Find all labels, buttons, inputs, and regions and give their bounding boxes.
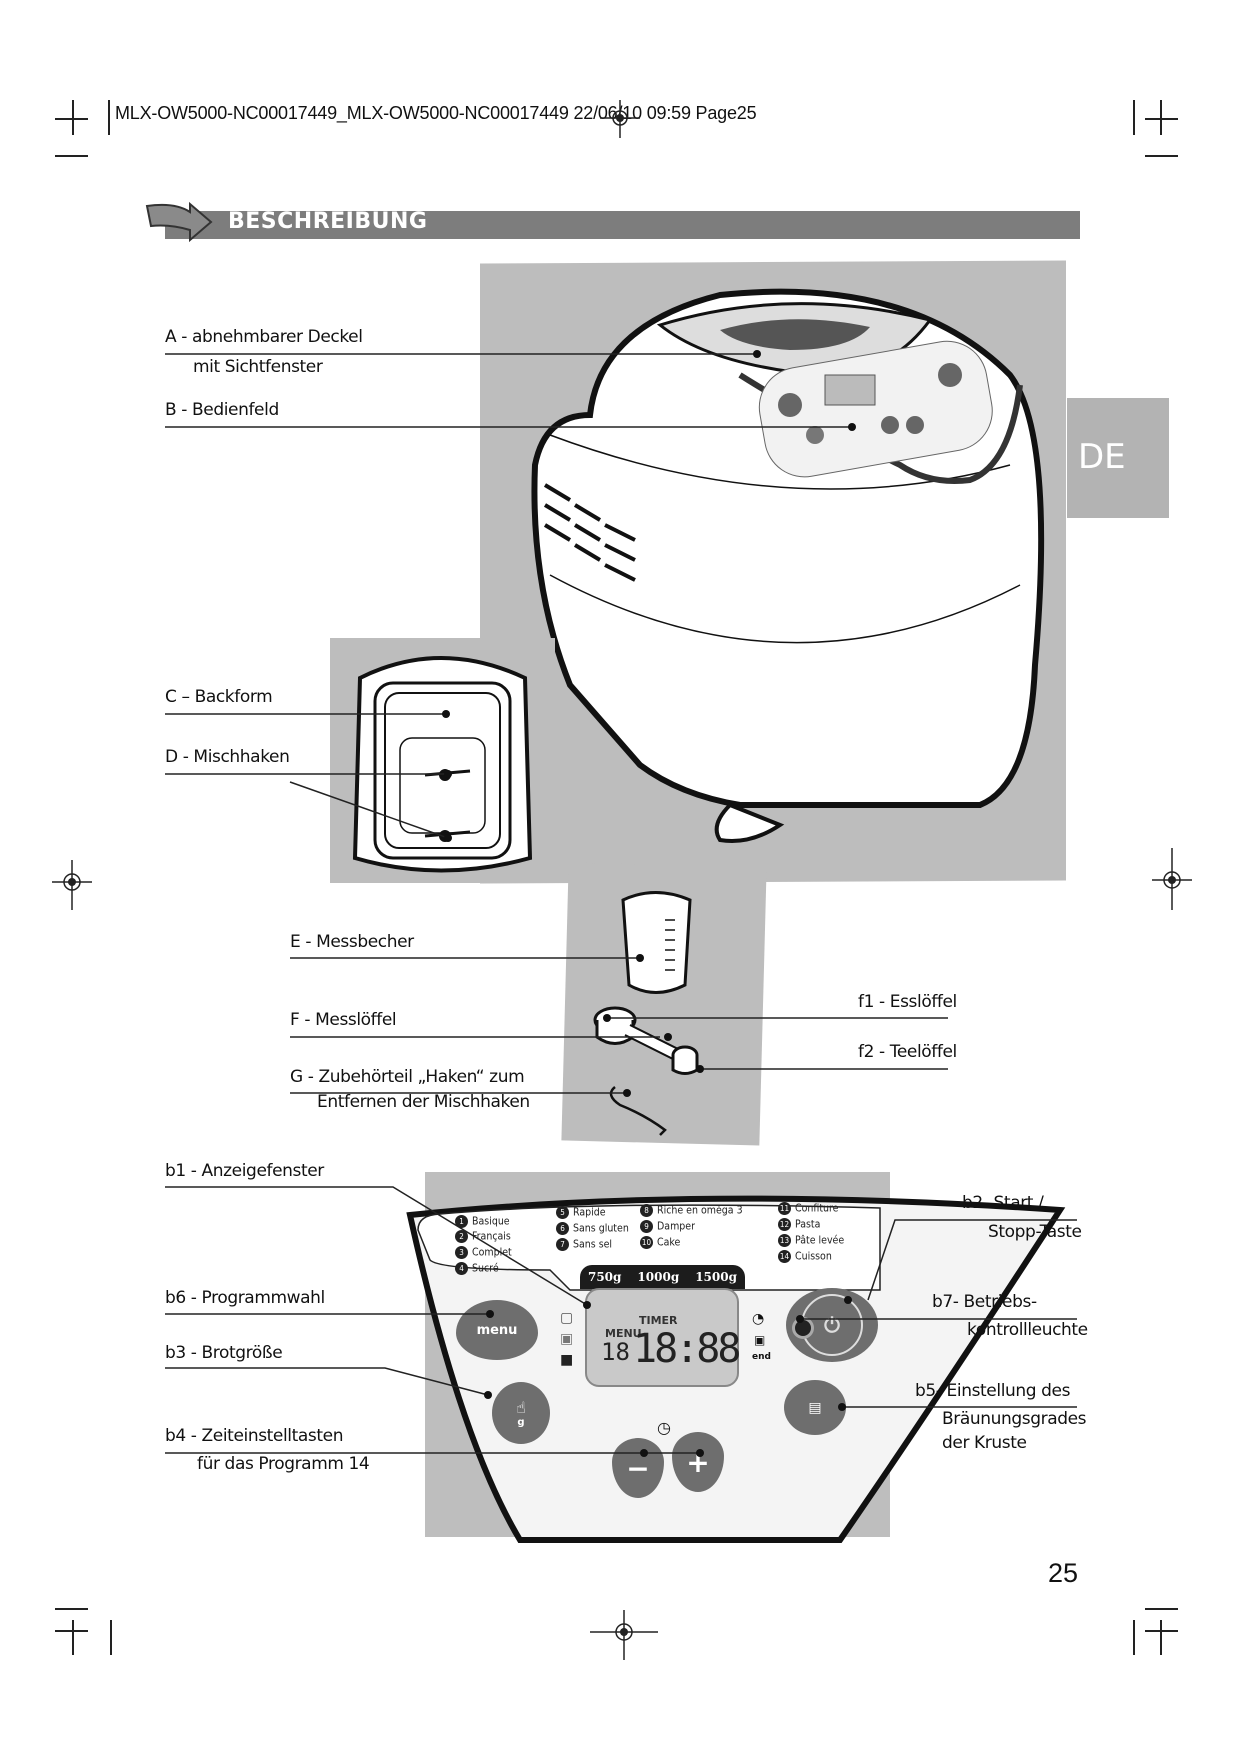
lcd-menu-digits: 18: [601, 1338, 630, 1366]
weight-1500: 1500g: [695, 1270, 737, 1284]
label-D: D - Mischhaken: [165, 747, 290, 767]
bread-maker-illustration: [531, 288, 1045, 843]
lcd-end-label: end: [752, 1352, 771, 1362]
label-C: C – Backform: [165, 687, 273, 707]
crust-shades-icon: ▤: [808, 1399, 822, 1416]
weight-bar: 750g 1000g 1500g: [580, 1265, 745, 1289]
crop-mark: [55, 155, 88, 157]
label-b1: b1 - Anzeigefenster: [165, 1161, 324, 1181]
label-b5-sub2: der Kruste: [942, 1433, 1027, 1453]
menu-button[interactable]: menu: [456, 1300, 538, 1360]
label-E: E - Messbecher: [290, 932, 414, 952]
crop-mark: [1160, 1620, 1162, 1655]
label-b7-sub: kontrollleuchte: [967, 1320, 1088, 1340]
label-A: A - abnehmbarer Deckel: [165, 327, 363, 347]
label-B: B - Bedienfeld: [165, 400, 279, 420]
label-b2: b2- Start /: [962, 1193, 1044, 1213]
timer-icon: ◔: [752, 1311, 765, 1327]
crop-mark: [1145, 1630, 1178, 1632]
print-header: MLX-OW5000-NC00017449_MLX-OW5000-NC00017…: [115, 103, 757, 123]
callout-line-b3: [165, 1367, 489, 1396]
label-G-sub: Entfernen der Mischhaken: [317, 1092, 530, 1112]
callout-line-D2: [289, 781, 449, 839]
time-minus-button[interactable]: −: [612, 1438, 664, 1498]
crop-mark: [55, 118, 88, 120]
language-tab: [1067, 398, 1169, 518]
crop-mark: [110, 1620, 112, 1655]
label-f1: f1 - Esslöffel: [858, 992, 957, 1012]
crop-mark: [1145, 118, 1178, 120]
callout-line-b2: [867, 1219, 1077, 1301]
language-tab-label: DE: [1078, 437, 1126, 477]
arrow-icon: [145, 201, 213, 243]
bread-light-icon: ▢: [560, 1310, 574, 1326]
crop-mark: [55, 1630, 88, 1632]
bread-dark-icon: ■: [560, 1352, 574, 1368]
lcd-menu-label: MENU: [605, 1327, 642, 1340]
crop-mark: [108, 100, 110, 135]
lcd-display: MENU TIMER 18 18:88: [585, 1288, 741, 1387]
callout-line-b1: [165, 1186, 588, 1306]
section-title-bar: [165, 211, 1080, 239]
toast-icon: ▣: [754, 1333, 766, 1347]
crop-mark: [72, 1620, 74, 1655]
crop-mark: [72, 100, 74, 135]
crop-mark: [1145, 155, 1178, 157]
crop-mark: [1160, 100, 1162, 135]
lcd-timer-label: TIMER: [639, 1314, 678, 1327]
weight-1000: 1000g: [637, 1270, 680, 1284]
section-title: BESCHREIBUNG: [228, 209, 428, 234]
baking-pan-illustration: [352, 656, 533, 873]
label-b3: b3 - Brotgröße: [165, 1343, 283, 1363]
label-b4: b4 - Zeiteinstelltasten: [165, 1426, 344, 1446]
label-F: F - Messlöffel: [290, 1010, 397, 1030]
lcd-time-digits: 18:88: [633, 1326, 741, 1372]
label-b6: b6 - Programmwahl: [165, 1288, 325, 1308]
weight-750: 750g: [587, 1270, 622, 1284]
page-number: 25: [1048, 1558, 1079, 1588]
crop-mark: [1133, 100, 1135, 135]
hand-icon: ☝: [516, 1398, 526, 1417]
label-b7: b7- Betriebs-: [932, 1292, 1037, 1312]
label-f2: f2 - Teelöffel: [858, 1042, 957, 1062]
label-b4-sub: für das Programm 14: [197, 1454, 370, 1474]
crust-color-button[interactable]: ▤: [784, 1380, 846, 1435]
clock-icon: ◷: [657, 1418, 671, 1437]
label-b2-sub: Stopp-Taste: [988, 1222, 1082, 1242]
label-b5-sub1: Bräunungsgrades: [942, 1409, 1087, 1429]
crop-mark: [1145, 1608, 1178, 1610]
bread-medium-icon: ▣: [560, 1331, 574, 1347]
label-b5: b5- Einstellung des: [915, 1381, 1071, 1401]
crop-mark: [1133, 1620, 1135, 1655]
label-G: G - Zubehörteil „Haken“ zum: [290, 1067, 525, 1087]
bread-size-button[interactable]: ☝ g: [492, 1382, 550, 1444]
label-A-sub: mit Sichtfenster: [193, 357, 323, 377]
crop-mark: [55, 1608, 88, 1610]
